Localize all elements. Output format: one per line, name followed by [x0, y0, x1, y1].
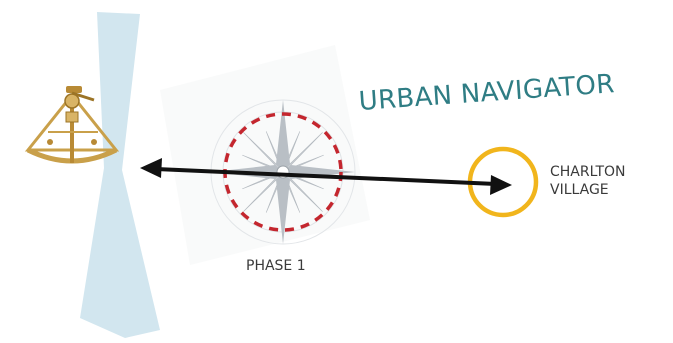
destination-line-2: VILLAGE [550, 181, 609, 198]
double-arrow [140, 158, 512, 195]
destination-line-1: CHARLTON [550, 164, 626, 180]
sextant-icon [24, 86, 120, 164]
phase-label: PHASE 1 [246, 258, 306, 274]
river-shape [80, 12, 160, 338]
destination-label: CHARLTON VILLAGE [550, 164, 660, 199]
